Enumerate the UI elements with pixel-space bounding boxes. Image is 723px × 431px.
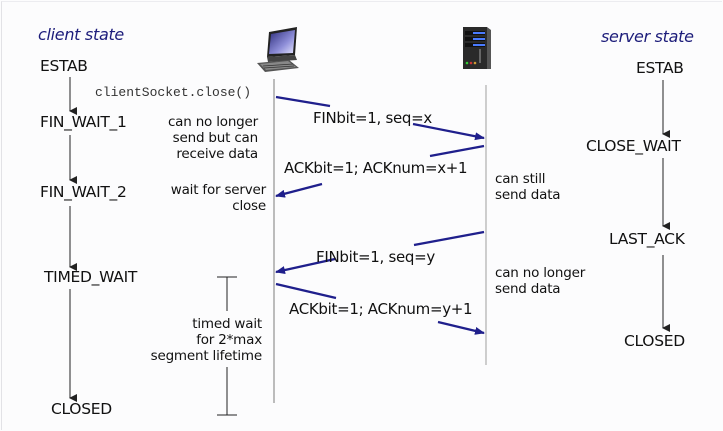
fin-y-arrow (413, 230, 485, 247)
fin-x-arrow-head (412, 122, 485, 141)
client-state-header: client state (38, 25, 124, 44)
client-note-fin-wait-1: can no longer send but can receive data (160, 114, 258, 162)
client-state-closed: CLOSED (51, 400, 112, 418)
timed-wait-note: timed wait for 2*max segment lifetime (150, 316, 263, 364)
note-line: can no longer (495, 265, 586, 281)
server-state-close-wait: CLOSE_WAIT (586, 137, 681, 155)
fin-y-arrow-head (275, 257, 336, 274)
server-tower-icon (463, 27, 491, 69)
client-state-fin-wait-2: FIN_WAIT_2 (40, 183, 127, 201)
note-line: can no longer (167, 114, 258, 130)
note-line: send but can (172, 130, 259, 146)
server-note-last-ack: can no longer send data (495, 265, 585, 297)
client-state-fin-wait-1: FIN_WAIT_1 (40, 113, 127, 131)
ack-x-arrow (429, 144, 485, 158)
note-line: for 2*max (196, 332, 262, 348)
timed-wait-bracket (217, 276, 237, 416)
client-socket-close-call: clientSocket.close() (95, 85, 252, 100)
message-label-ack-y: ACKbit=1; ACKnum=y+1 (289, 300, 473, 318)
server-state-closed: CLOSED (624, 332, 685, 350)
server-state-estab: ESTAB (636, 59, 684, 77)
note-line: can still (495, 171, 546, 187)
note-line: timed wait (192, 316, 262, 332)
client-state-timed-wait: TIMED_WAIT (44, 268, 138, 286)
message-label-fin-x: FINbit=1, seq=x (313, 109, 433, 127)
server-note-close-wait: can still send data (495, 171, 561, 203)
note-line: receive data (176, 146, 258, 162)
fin-x-arrow (275, 95, 331, 108)
client-note-fin-wait-2: wait for server close (160, 182, 266, 214)
server-state-header: server state (601, 27, 694, 46)
message-label-ack-x: ACKbit=1; ACKnum=x+1 (284, 159, 468, 177)
note-line: segment lifetime (150, 348, 263, 364)
note-line: send data (495, 281, 561, 297)
laptop-computer-icon (257, 27, 299, 72)
note-line: close (232, 198, 266, 214)
ack-y-arrow-head (437, 320, 485, 335)
ack-x-arrow-head (275, 182, 323, 198)
note-line: send data (495, 187, 561, 203)
note-line: wait for server (170, 182, 266, 198)
client-state-estab: ESTAB (40, 57, 88, 75)
server-state-last-ack: LAST_ACK (609, 230, 685, 248)
ack-y-arrow (275, 282, 337, 300)
message-label-fin-y: FINbit=1, seq=y (316, 248, 436, 266)
